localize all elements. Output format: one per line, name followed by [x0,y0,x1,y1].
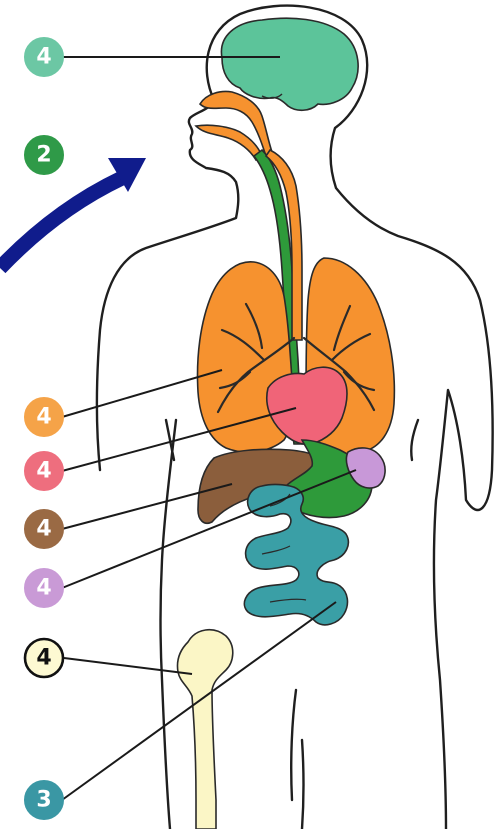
svg-text:2: 2 [36,143,51,168]
svg-text:4: 4 [36,517,51,542]
svg-text:4: 4 [36,405,51,430]
svg-text:4: 4 [36,646,51,671]
nasal-airway [200,92,272,157]
badge-liver: 4 [25,510,63,548]
direction-arrow [0,158,146,268]
mouth-airway [196,125,262,160]
svg-text:4: 4 [36,459,51,484]
arrow-shaft [0,178,122,268]
badge-arrow: 2 [25,136,63,174]
svg-text:4: 4 [36,576,51,601]
badge-brain: 4 [25,38,63,76]
svg-text:4: 4 [36,45,51,70]
badge-heart: 4 [25,452,63,490]
femur [177,630,232,829]
badge-bone: 4 [25,639,63,677]
badge-gallbladder: 4 [25,569,63,607]
badge-intestine: 3 [25,781,63,819]
svg-text:3: 3 [36,788,51,813]
badge-lung: 4 [25,398,63,436]
